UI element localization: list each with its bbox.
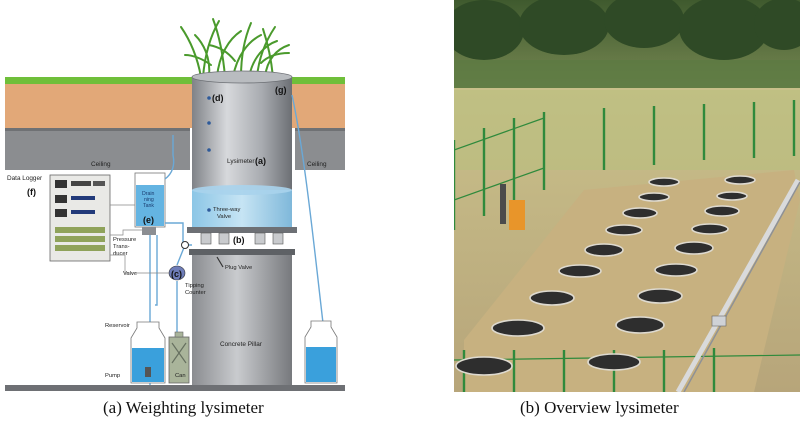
- ceiling-slab-left: [5, 128, 190, 170]
- three-way-valve-label-2: Valve: [217, 214, 231, 220]
- marker-g: (g): [275, 85, 287, 95]
- tipping-label-1: Tipping: [185, 283, 204, 289]
- lysimeter-label: Lysimeter: [227, 158, 255, 165]
- three-way-valve-label-1: Three-way: [213, 207, 240, 213]
- ceiling-right-label: Ceiling: [307, 161, 327, 168]
- caption-weighting-lysimeter: (a) Weighting lysimeter: [103, 398, 264, 417]
- marker-f: (f): [27, 187, 36, 197]
- equipment-box: [509, 200, 525, 230]
- sensor-panel: [711, 315, 727, 327]
- pressure-label-1: Pressure: [113, 237, 136, 243]
- tank-label-3: Tank: [143, 203, 154, 209]
- concrete-pillar-label: Concrete Pillar: [220, 341, 263, 348]
- trees: [454, 0, 800, 60]
- grass-layer: [5, 77, 345, 84]
- pressure-label-3: ducer: [113, 251, 128, 257]
- drainage-tank-water: [136, 185, 164, 226]
- valve-label: Valve: [123, 271, 137, 277]
- floor: [5, 385, 345, 391]
- concrete-pillar: [192, 254, 292, 385]
- pressure-transducer: [142, 227, 156, 235]
- plug-valve-label: Plug Valve: [225, 265, 252, 271]
- overview-lysimeter-photo: [454, 0, 800, 392]
- marker-b: (b): [233, 235, 245, 245]
- data-logger-label: Data Logger: [7, 175, 43, 182]
- logger-wires: [110, 204, 169, 274]
- reservoir: [130, 321, 166, 384]
- weighting-lysimeter-diagram: Ceiling Ceiling (d) (g) Lysimeter (a) Th…: [5, 18, 345, 391]
- collection-can: [168, 331, 190, 384]
- tank-label-1: Drain: [142, 191, 155, 197]
- crop-plants: [180, 18, 290, 78]
- marker-a: (a): [255, 156, 266, 166]
- pressure-label-2: Trans-: [113, 244, 130, 250]
- lysimeter-rings: [455, 175, 756, 376]
- marker-e: (e): [143, 215, 154, 225]
- tipping-label-2: Counter: [185, 290, 206, 296]
- marker-c: (c): [171, 269, 182, 279]
- lysimeter-water: [192, 190, 292, 227]
- pump-label: Pump: [105, 373, 120, 379]
- right-bottle: [304, 320, 338, 384]
- cable-tray: [675, 178, 800, 392]
- load-cells: [200, 232, 284, 245]
- data-logger: [49, 174, 111, 262]
- reservoir-label: Reservoir: [105, 323, 130, 329]
- marker-d: (d): [212, 93, 224, 103]
- can-label: Can: [175, 373, 186, 379]
- ceiling-left-label: Ceiling: [91, 161, 111, 168]
- lysimeter-base-plate: [187, 227, 297, 233]
- tank-label-2: ning: [144, 197, 154, 203]
- caption-overview-lysimeter: (b) Overview lysimeter: [520, 398, 679, 417]
